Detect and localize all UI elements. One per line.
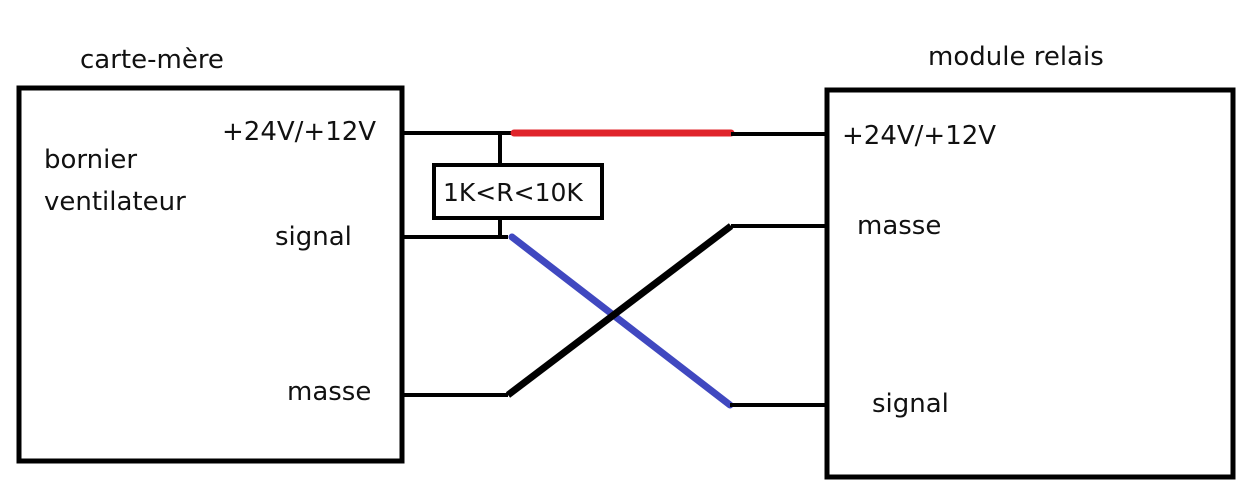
resistor-box [432,163,604,220]
motherboard-pin-ground: masse [287,377,371,407]
motherboard-pin-signal: signal [275,222,352,252]
relay-module-block [824,87,1236,480]
motherboard-block [16,85,405,464]
resistor-label: 1K<R<10K [443,178,583,207]
relay-pin-power: +24V/+12V [842,121,996,151]
motherboard-description-line2: ventilateur [44,187,186,217]
motherboard-title: carte-mère [80,45,224,75]
motherboard-description-line1: bornier [44,145,137,175]
motherboard-pin-power: +24V/+12V [222,117,376,147]
relay-module-title: module relais [928,42,1104,72]
signal-wire-blue [508,233,734,409]
relay-pin-ground: masse [857,211,941,241]
relay-pin-signal: signal [872,389,949,419]
ground-wire-diagonal [505,223,734,398]
